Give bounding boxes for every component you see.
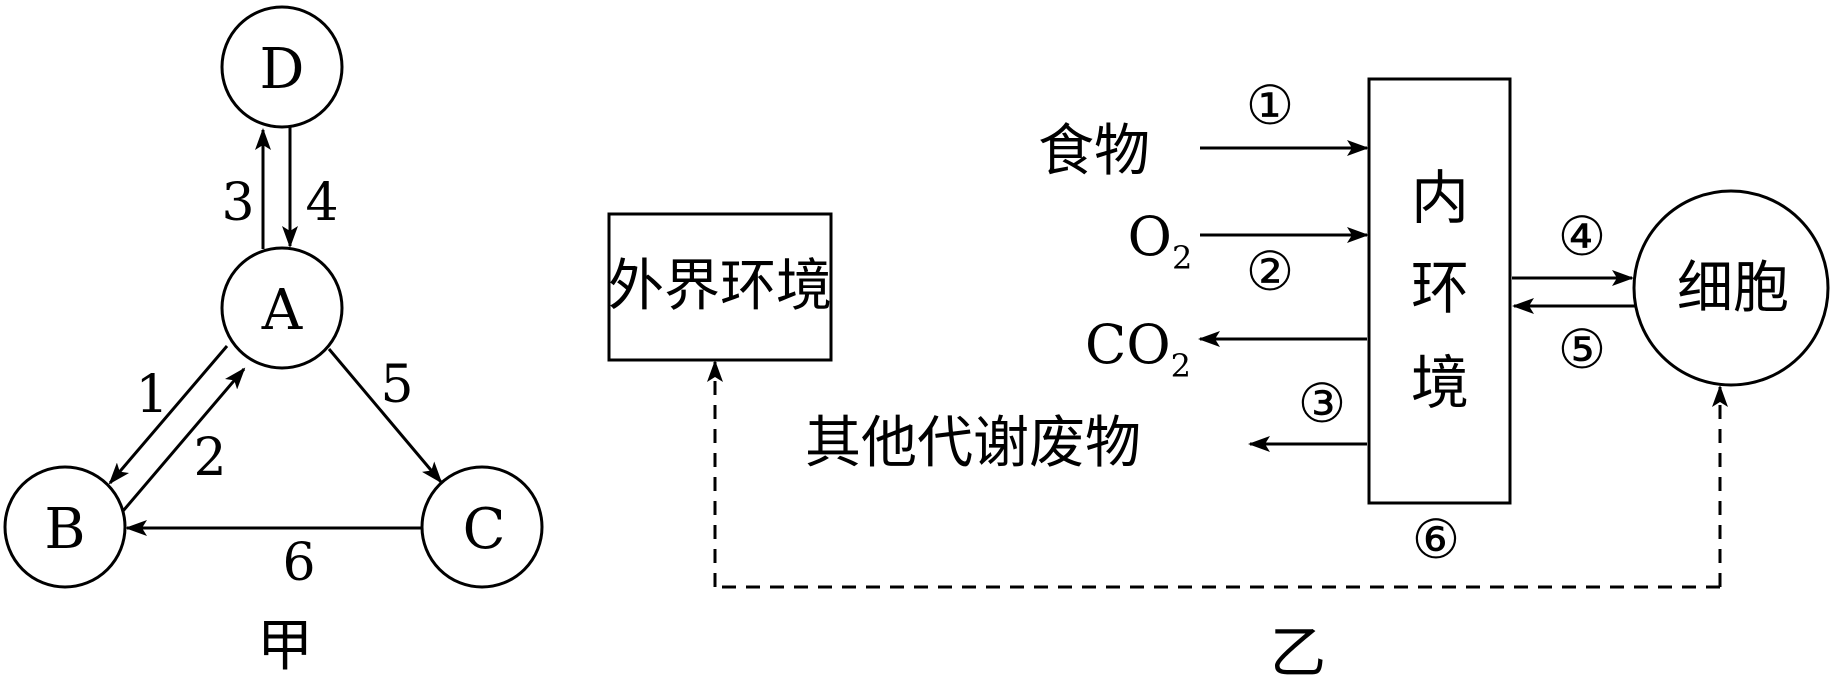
node-a-circle	[220, 246, 344, 370]
cell-circle	[1632, 189, 1830, 387]
o2-main: O	[1128, 205, 1172, 268]
marker-6: ⑥	[1412, 508, 1460, 571]
o2-sub: 2	[1172, 239, 1192, 277]
diagram-jia: D A B C 3 4 1 2 5 6 甲	[3, 5, 544, 679]
node-c-circle	[420, 465, 544, 589]
marker-5: ⑤	[1558, 318, 1606, 381]
internal-environment-box	[1367, 77, 1512, 505]
caption-jia: 甲	[257, 614, 313, 679]
edge-b-to-a	[121, 367, 246, 512]
edge-label-2: 2	[193, 428, 226, 488]
diagram-yi: 外界环境 内 环 境 细胞 食物 ① O2 ② CO2 ③ 其他代谢废物 ④ ⑤…	[607, 74, 1830, 686]
node-b-label: B	[44, 497, 85, 562]
cell-label: 细胞	[1677, 256, 1789, 321]
marker-4: ④	[1558, 205, 1606, 268]
node-d-circle	[220, 5, 344, 129]
edge-a-to-c	[327, 348, 443, 484]
co2-sub: 2	[1171, 347, 1191, 385]
internal-environment-char-2: 环	[1411, 254, 1469, 322]
caption-yi: 乙	[1270, 621, 1326, 686]
food-label: 食物	[1038, 119, 1150, 184]
edge-label-3: 3	[221, 173, 254, 233]
waste-label: 其他代谢废物	[805, 411, 1141, 476]
edge-label-5: 5	[380, 355, 413, 415]
co2-main: CO	[1085, 313, 1171, 376]
edge-label-6: 6	[282, 533, 315, 593]
o2-label: O2	[1128, 205, 1193, 277]
node-d-label: D	[260, 37, 305, 102]
internal-environment-char-3: 境	[1411, 349, 1469, 417]
edge-a-to-b	[108, 345, 229, 485]
edge-label-4: 4	[305, 173, 338, 233]
node-c-label: C	[463, 497, 506, 562]
marker-3: ③	[1298, 372, 1346, 435]
marker-2: ②	[1246, 240, 1294, 303]
node-a-label: A	[261, 278, 303, 343]
external-environment-label: 外界环境	[608, 254, 832, 319]
marker-1: ①	[1246, 74, 1294, 137]
internal-environment-char-1: 内	[1411, 164, 1469, 232]
co2-label: CO2	[1085, 313, 1191, 385]
edge-label-1: 1	[135, 365, 168, 425]
